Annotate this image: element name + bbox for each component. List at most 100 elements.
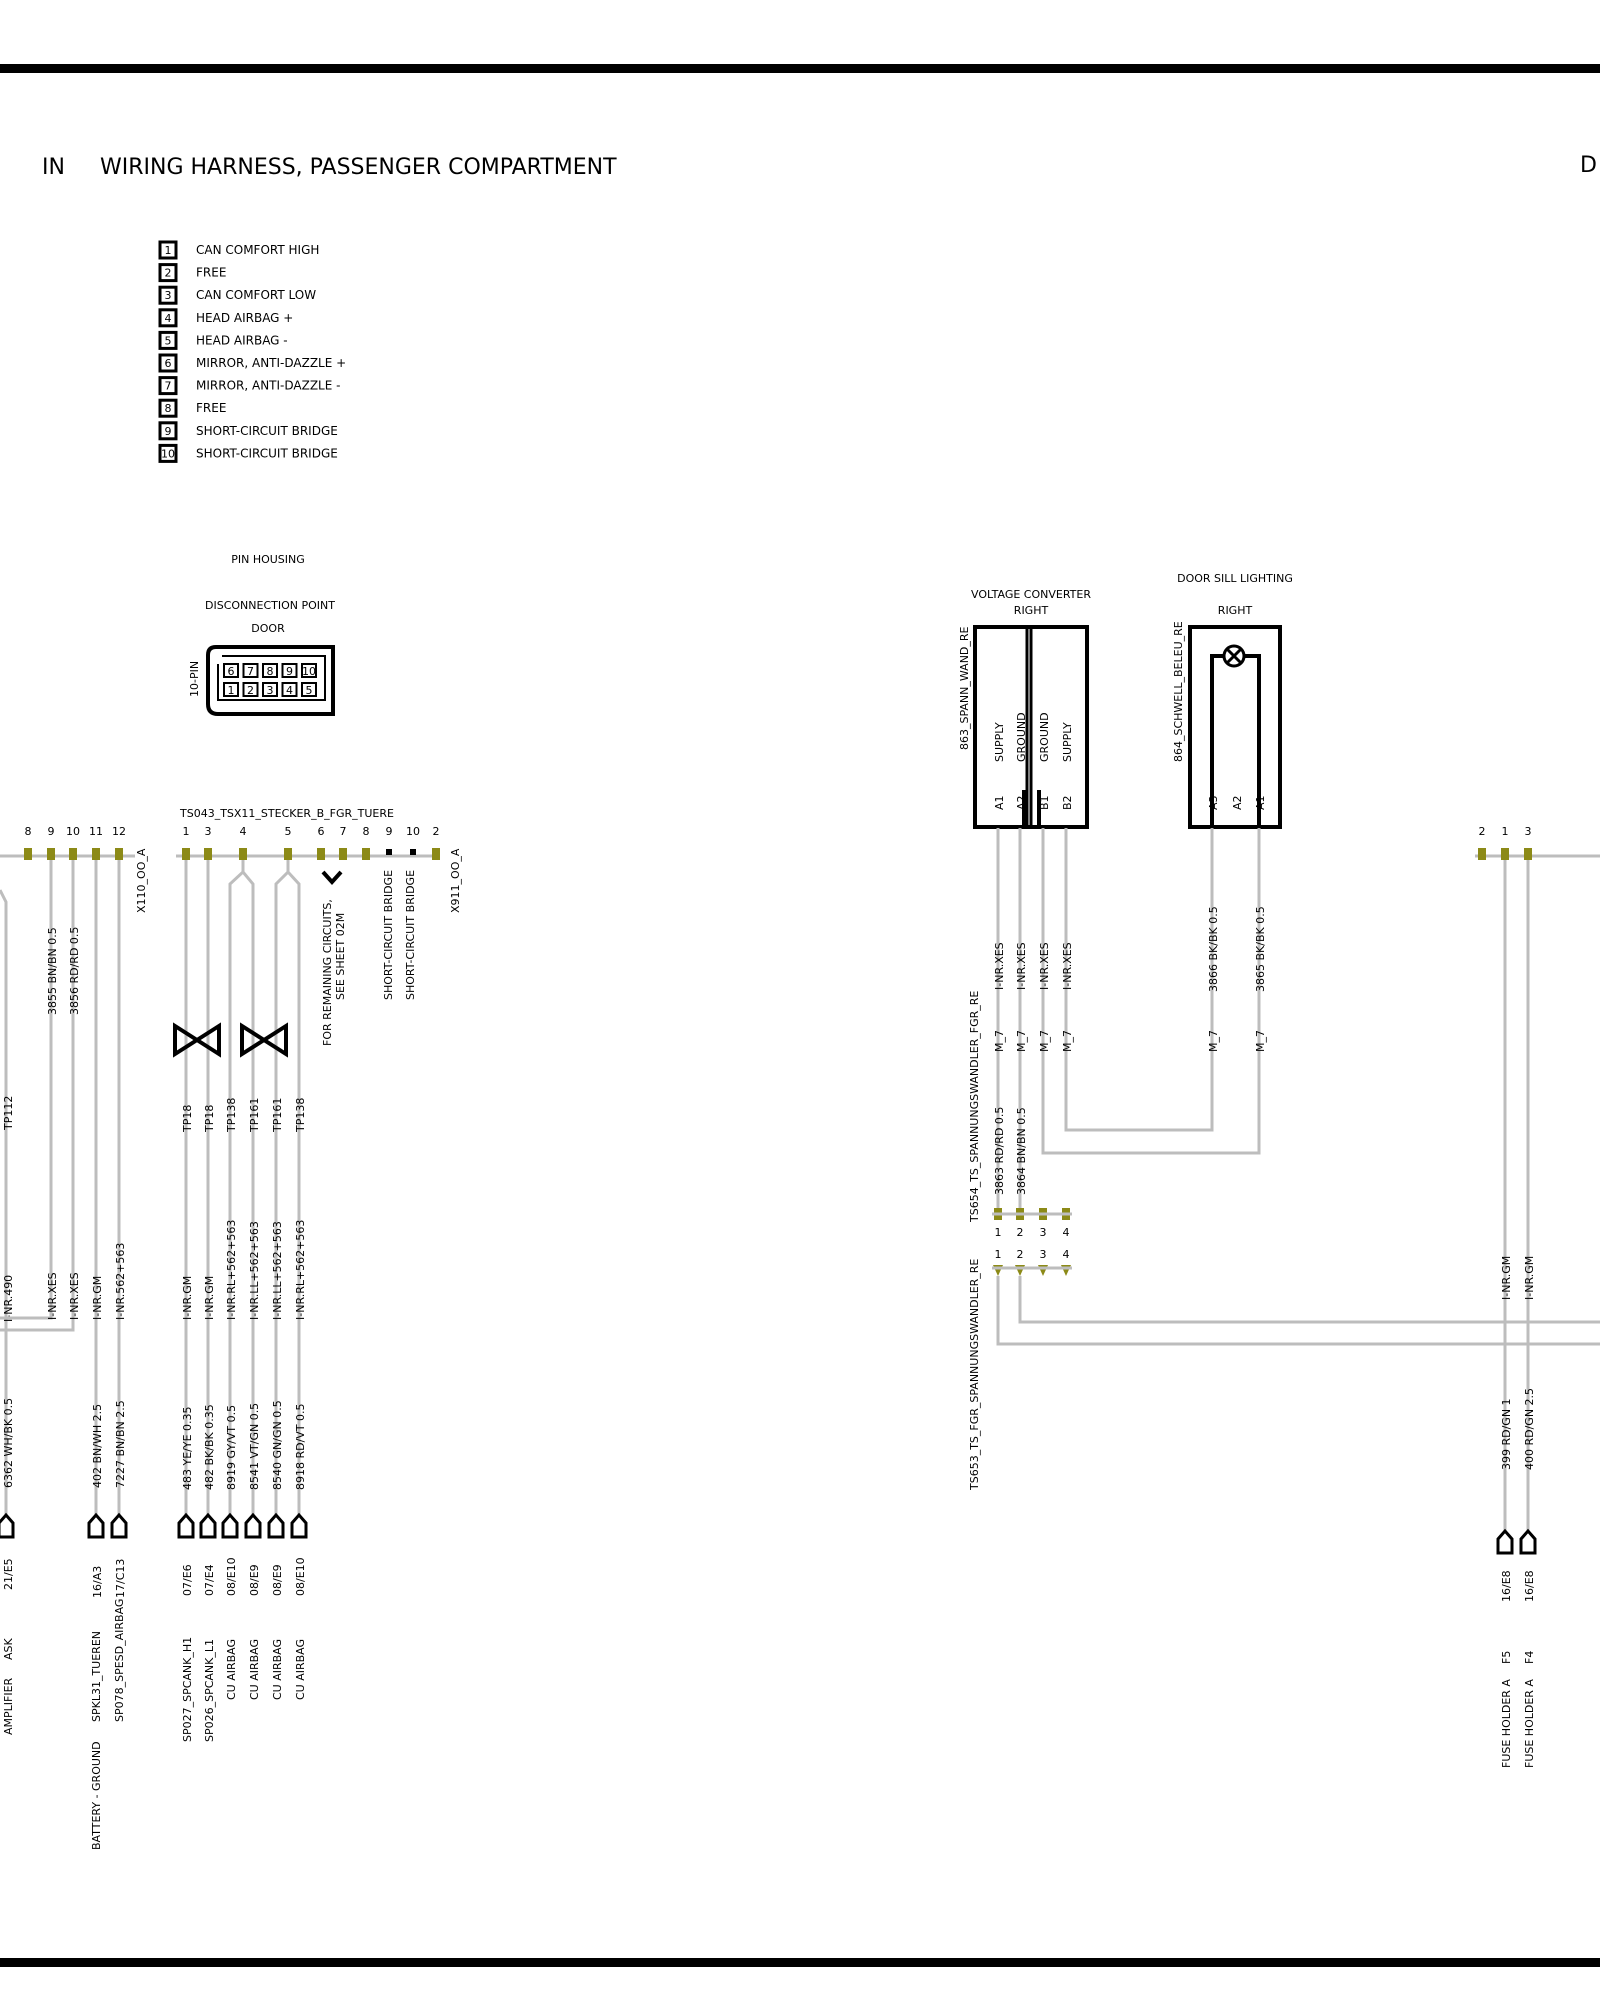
harness-label: I-NR.XES [1038,942,1051,990]
pin-number-box [158,353,178,373]
pin-number: 2 [1017,1226,1024,1239]
test-point-label: TP138 [294,1098,307,1133]
pin-function-label: FREE [196,266,226,280]
twisted-pair-icon [240,1022,288,1058]
pin-cell-number: 3 [267,684,274,697]
connector-pin [47,848,55,860]
pin-number: 9 [165,425,172,438]
harness-label: I-NR.LL+562+563 [248,1221,261,1320]
pin-number: 3 [1040,1226,1047,1239]
pin-number-box [158,308,178,328]
pin-cell-number: 10 [302,665,316,678]
wire [0,889,8,1520]
short-circuit-bridge-label: SHORT-CIRCUIT BRIDGE [404,870,417,1000]
wire-label: 8540 GN/GN 0.5 [271,1400,284,1490]
harness-label: I-NR.GM [1500,1256,1513,1300]
pin-number-box [158,421,178,441]
pin-cell [301,682,317,697]
pin-number: 1 [165,244,172,257]
test-point-label: TP161 [271,1098,284,1133]
door-sill-lighting-side: RIGHT [1218,604,1253,617]
harness-label: I-NR.RL+562+563 [294,1220,307,1320]
destination-label: SPKL31_TUEREN [90,1631,103,1722]
grid-reference: 07/E6 [181,1564,194,1596]
pin-function-label: CAN COMFORT HIGH [196,243,319,257]
terminal-pin-label: A1 [993,795,1006,810]
wire-label: 482 BK/BK 0.35 [203,1404,216,1490]
pin-cell-number: 2 [247,684,254,697]
test-point-label: TP112 [2,1096,15,1131]
destination-label: SP026_SPCANK_L1 [203,1639,216,1742]
pin-cell [262,682,278,697]
pin-number: 10 [406,825,420,838]
grid-reference: 16/E8 [1523,1570,1536,1602]
wire-label: 399 RD/GN 1 [1500,1398,1513,1470]
voltage-converter-id: 863_SPANN_WAND_RE [958,626,971,750]
variant-label: M_7 [1038,1030,1051,1052]
destination-label: CU AIRBAG [225,1639,238,1700]
pin-cell [223,663,239,678]
wire-terminal [244,1512,262,1539]
connector-pin [432,848,440,860]
pin-number: 8 [165,402,172,415]
pin-number-box [158,285,178,305]
pin-number: 9 [48,825,55,838]
pin-number: 5 [285,825,292,838]
wire [274,860,290,1520]
pin-number: 4 [240,825,247,838]
grid-reference: 08/E10 [294,1557,307,1596]
pin-number-box [158,376,178,396]
pin-cell-number: 5 [306,684,313,697]
pin-number: 3 [1040,1248,1047,1261]
grid-reference: 21/E5 [2,1558,15,1590]
harness-label: I-NR.XES [68,1272,81,1320]
pin-number: 3 [1525,825,1532,838]
pin-cell [223,682,239,697]
connector-pin [69,848,77,860]
pin-function-label: HEAD AIRBAG - [196,333,288,347]
wire-terminal [1519,1528,1537,1555]
door-sill-lighting: DOOR SILL LIGHTING RIGHT 864_SCHWELL_BEL… [1172,572,1293,829]
lamp-icon [1225,647,1243,665]
terminal-pin-label: B2 [1061,795,1074,810]
destination-label: FUSE HOLDER A [1500,1679,1513,1768]
connector-pin [1501,848,1509,860]
wire-terminal [110,1512,128,1539]
connector-pin [339,848,347,860]
pin-number: 10 [66,825,80,838]
variant-label: M_7 [1015,1030,1028,1052]
sheet-code: IN [42,155,65,180]
wire [0,860,75,1332]
test-point-label: TP161 [248,1098,261,1133]
wire-terminal [0,1512,15,1539]
harness-label: I-NR.XES [46,1272,59,1320]
connector-pin [1478,848,1486,860]
terminal-pin-label: B1 [1038,795,1051,810]
wire-label: 3865 BK/BK 0.5 [1254,906,1267,992]
door-connector-name: TS043_TSX11_STECKER_B_FGR_TUERE [179,807,394,820]
pin-number-box [158,330,178,350]
wire-label: 483 YE/YE 0.35 [181,1406,194,1490]
pin-cell-number: 4 [286,684,293,697]
pin-function-label: MIRROR, ANTI-DAZZLE - [196,379,340,393]
connector-pin [182,848,190,860]
wire [1041,828,1261,1155]
ts654-name: TS654_TS_SPANNUNGSWANDLER_FGR_RE [968,991,981,1223]
destination-label: CU AIRBAG [294,1639,307,1700]
terminal-function-label: GROUND [1038,712,1051,762]
wire-label: 3866 BK/BK 0.5 [1207,906,1220,992]
destination-label: AMPLIFIER [2,1677,15,1735]
grid-reference: 17/C13 [114,1559,127,1598]
wire [286,870,301,1520]
connector-pin [284,848,292,860]
pin-count-label: 10-PIN [188,661,201,697]
remaining-circuits-sheet: SEE SHEET 02M [334,913,347,1000]
pin-function-label: CAN COMFORT LOW [196,288,316,302]
destination-label: ASK [2,1637,15,1660]
wire-terminal [267,1512,285,1539]
pin-number: 1 [1502,825,1509,838]
harness-label: I-NR.LL+562+563 [271,1221,284,1320]
